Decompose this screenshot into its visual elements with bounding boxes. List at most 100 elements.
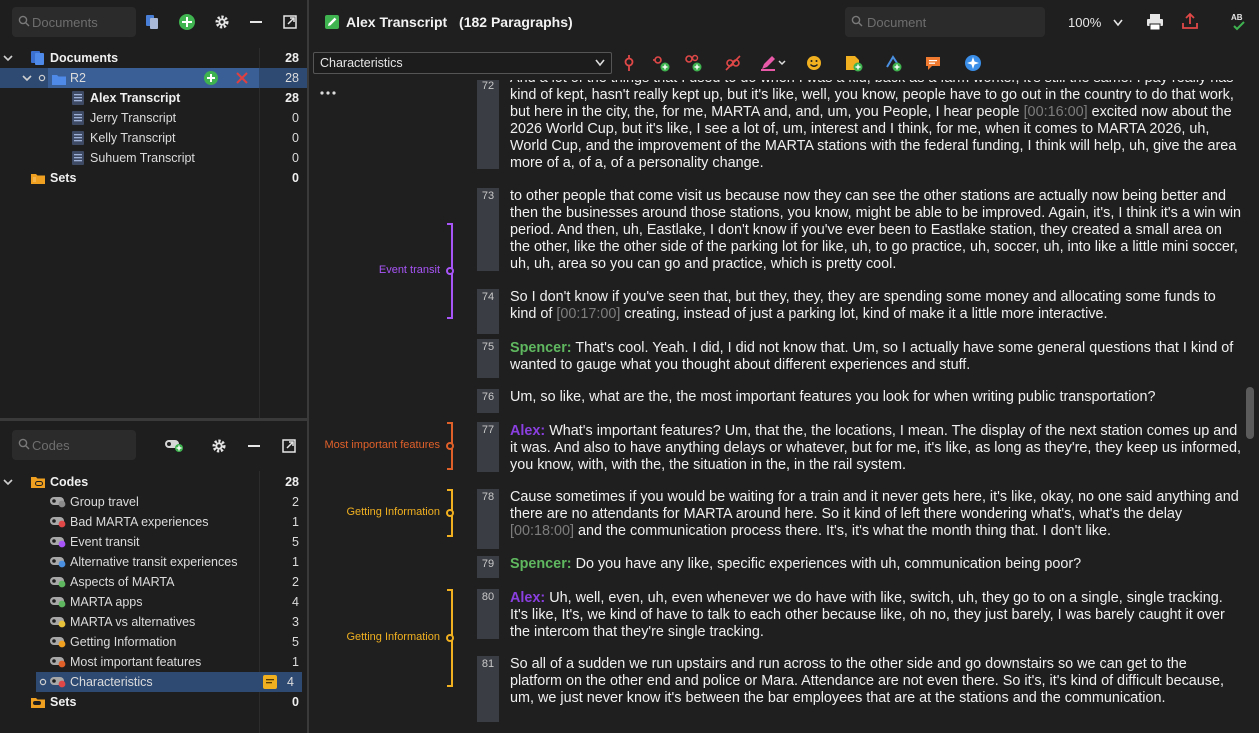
comment-icon[interactable] [925,55,941,71]
paragraph-number[interactable]: 75 [477,339,499,378]
edit-icon[interactable] [324,14,340,30]
code-bracket-handle[interactable] [446,634,454,642]
add-code-tag-icon[interactable] [652,54,670,72]
add-document-icon[interactable] [177,12,197,32]
paragraph-text[interactable]: So all of a sudden we run upstairs and r… [510,656,1242,707]
document-header [309,0,1259,44]
remove-codes-icon[interactable] [725,55,741,71]
paragraph-number[interactable]: 76 [477,389,499,413]
paragraph-number[interactable]: 81 [477,656,499,722]
minimize-icon[interactable] [244,436,264,456]
paragraph-text[interactable]: Alex: What's important features? Um, tha… [510,423,1242,474]
documents-search[interactable] [12,7,136,37]
emoticon-icon[interactable] [806,55,822,71]
gear-icon[interactable] [212,12,232,32]
add-code-icon[interactable] [164,435,184,455]
code-selector[interactable]: Characteristics [313,52,612,74]
duplicate-icon[interactable] [142,12,162,32]
paragraph-text[interactable]: And a lot of the things that I used to d… [510,80,1242,172]
sets-tag-icon [31,698,45,708]
add-memo-icon[interactable] [845,54,863,72]
spellcheck-icon[interactable]: AB [1229,11,1249,33]
more-options-icon[interactable] [320,90,336,96]
paragraph-text[interactable]: Alex: Uh, well, even, uh, even whenever … [510,590,1242,641]
code-marker-icon[interactable] [622,54,636,72]
print-icon[interactable] [1146,13,1164,31]
codes-search-input[interactable] [32,436,132,454]
document-group-r2[interactable]: R2 28 [0,68,307,88]
paragraph-text[interactable]: Um, so like, what are the, the most impo… [510,389,1242,406]
paragraph-text[interactable]: Spencer: That's cool. Yeah. I did, I did… [510,340,1242,374]
memo-icon[interactable] [263,675,277,689]
documents-pane: Documents 28 R2 28 Alex Transcript 28 Je… [0,0,307,418]
document-item[interactable]: Alex Transcript 28 [0,88,307,108]
code-marker-icon [39,678,47,686]
code-sets[interactable]: Sets 0 [0,692,307,712]
paragraph-text[interactable]: Spencer: Do you have any like, specific … [510,556,1242,573]
code-bracket-label[interactable]: Getting Information [346,506,440,518]
paragraph-number[interactable]: 74 [477,289,499,334]
paragraph-segment: excited now about the 2026 World Cup, bu… [510,104,1237,171]
document-item[interactable]: Suhuem Transcript 0 [0,148,307,168]
main-splitter[interactable] [307,0,309,733]
code-bracket-label[interactable]: Event transit [378,264,440,276]
document-search[interactable] [845,7,1045,37]
paragraph-number[interactable]: 79 [477,556,499,578]
codes-root[interactable]: Codes 28 [0,472,307,492]
chevron-down-icon[interactable] [22,73,32,83]
paragraph-number[interactable]: 72 [477,80,499,169]
zoom-dropdown[interactable]: 100% [1068,15,1123,30]
document-search-input[interactable] [867,13,1037,31]
paragraph-segment: creating, instead of just a parking lot,… [620,306,1108,322]
paragraph-number[interactable]: 73 [477,188,499,271]
ai-assist-icon[interactable] [964,54,982,72]
paragraph-number[interactable]: 78 [477,489,499,549]
chevron-down-icon[interactable] [3,477,13,487]
code-bracket-handle[interactable] [446,509,454,517]
transcript-scroll-thumb[interactable] [1246,387,1254,439]
codes-scroll-rail[interactable] [259,471,260,733]
code-bracket-handle[interactable] [446,267,454,275]
code-tag-icon [50,497,66,508]
code-bracket-label[interactable]: Getting Information [346,631,440,643]
paragraph-number[interactable]: 77 [477,422,499,472]
close-icon[interactable] [235,71,249,85]
chevron-down-icon [1113,19,1123,27]
document-item[interactable]: Kelly Transcript 0 [0,128,307,148]
export-icon[interactable] [1181,12,1199,30]
documents-root[interactable]: Documents 28 [0,48,307,68]
minimize-icon[interactable] [246,12,266,32]
documents-search-input[interactable] [32,13,132,31]
pane-splitter[interactable] [0,418,307,421]
code-bracket-label[interactable]: Most important features [324,439,440,451]
add-multicode-icon[interactable] [684,54,702,72]
paragraph-text[interactable]: Cause sometimes if you would be waiting … [510,489,1242,540]
popout-icon[interactable] [279,436,299,456]
paragraph-number[interactable]: 80 [477,589,499,639]
code-bracket-handle[interactable] [446,442,454,450]
document-sets[interactable]: Sets 0 [0,168,307,188]
popout-icon[interactable] [280,12,300,32]
paragraph-text[interactable]: to other people that come visit us becau… [510,188,1242,273]
codes-search[interactable] [12,430,136,460]
add-icon[interactable] [203,70,219,86]
sets-folder-icon [31,174,45,184]
code-sets-count: 0 [292,695,299,709]
gear-icon[interactable] [209,436,229,456]
add-link-icon[interactable] [884,54,902,72]
documents-scroll-rail[interactable] [259,48,260,418]
document-item[interactable]: Jerry Transcript 0 [0,108,307,128]
chevron-down-icon[interactable] [3,53,13,63]
highlighter-icon[interactable] [759,54,787,72]
paragraph-text[interactable]: So I don't know if you've seen that, but… [510,289,1242,323]
